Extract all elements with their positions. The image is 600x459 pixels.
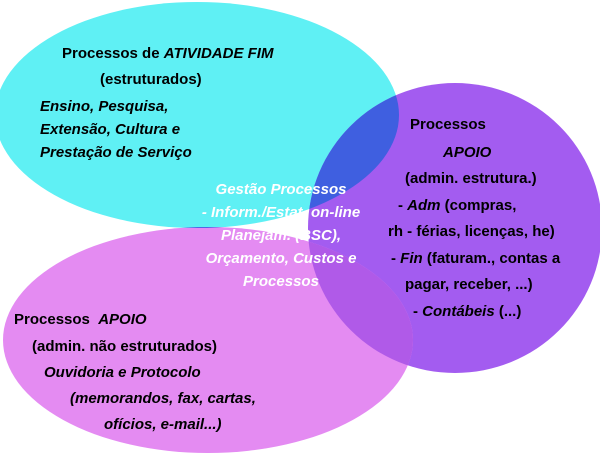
- label-memorandos: (memorandos, fax, cartas,: [70, 390, 256, 407]
- label-apoio-nao-estruturado-subtitle: (admin. não estruturados): [32, 338, 218, 355]
- label-apoio-nao-estruturado: Processos APOIO: [14, 311, 147, 328]
- label-adm-cont: rh - férias, licenças, he): [388, 223, 555, 240]
- label-atividade-fim: Processos de ATIVIDADE FIM: [62, 45, 274, 62]
- label-contabeis: - Contábeis (...): [413, 303, 522, 320]
- label-gestao-processos: Gestão Processos - Inform./Estat. on-lin…: [201, 181, 361, 290]
- label-fin-cont: pagar, receber, ...): [405, 276, 533, 293]
- overlap-fim-estruturado: [308, 83, 399, 228]
- label-ouvidoria: Ouvidoria e Protocolo: [44, 364, 201, 381]
- label-oficios: ofícios, e-mail...): [104, 416, 222, 433]
- circle-apoio-nao-estruturado: [3, 227, 413, 453]
- label-fim-activities: Ensino, Pesquisa, Extensão, Cultura e Pr…: [40, 98, 192, 161]
- label-fim-subtitle: (estruturados): [100, 71, 202, 88]
- label-apoio-estruturado-emph: APOIO: [443, 144, 492, 161]
- label-apoio-estruturado-subtitle: (admin. estrutura.): [405, 170, 537, 187]
- circle-atividade-fim: [0, 2, 399, 228]
- label-apoio-estruturado: Processos: [410, 116, 486, 133]
- label-fin: - Fin (faturam., contas a: [391, 250, 561, 267]
- label-adm: - Adm (compras,: [398, 197, 517, 214]
